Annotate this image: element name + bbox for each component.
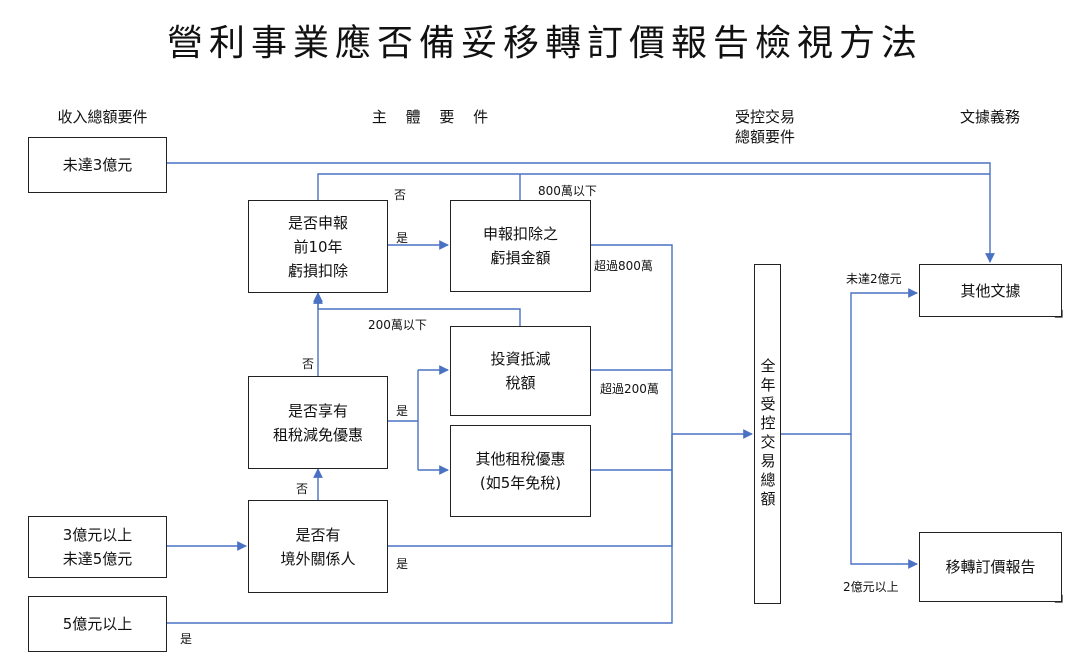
revenue-box-under-3e-label: 未達3億元: [62, 156, 133, 174]
loss-deduction-question-line3: 虧損扣除: [287, 261, 348, 280]
loss-amount-line1: 申報扣除之: [482, 225, 558, 243]
revenue-box-3e-to-5e: 3億元以上 未達5億元: [28, 516, 167, 578]
other-incentive-line2: (如5年免稅): [479, 474, 562, 492]
transfer-pricing-report-label: 移轉訂價報告: [945, 558, 1036, 576]
column-header-documentation: 文據義務: [959, 108, 1020, 126]
label-below-800: 800萬以下: [538, 184, 597, 198]
investment-credit-box: 投資抵減 稅額: [450, 326, 591, 416]
label-under-2e: 未達2億元: [846, 272, 902, 286]
page-title: 營利事業應否備妥移轉訂價報告檢視方法: [166, 23, 923, 64]
related-party-question-line1: 是否有: [295, 525, 341, 544]
total-controlled-transactions-box: 全年受控交易總額: [754, 264, 781, 604]
connector-over-5e: [167, 434, 673, 624]
connector-under-2e: [781, 288, 918, 435]
other-incentive-box: 其他租稅優惠 (如5年免稅): [450, 425, 591, 517]
other-documents-label: 其他文據: [960, 281, 1021, 300]
label-yes-5e: 是: [180, 632, 193, 646]
tax-incentive-question-line2: 租稅減免優惠: [272, 425, 363, 444]
label-no-mid: 否: [302, 357, 315, 371]
total-controlled-transactions-label: 全年受控交易總額: [758, 358, 777, 510]
connector-under-3e: [167, 162, 995, 263]
loss-deduction-question-box: 是否申報 前10年 虧損扣除: [248, 200, 388, 293]
label-over-800: 超過800萬: [594, 259, 653, 273]
label-below-200: 200萬以下: [368, 318, 427, 332]
column-header-controlled-line2: 總額要件: [734, 128, 795, 146]
investment-credit-line1: 投資抵減: [490, 350, 551, 368]
related-party-question-box: 是否有 境外關係人: [248, 500, 388, 593]
revenue-box-3e-to-5e-line2: 未達5億元: [62, 550, 133, 568]
other-documents-box: 其他文據: [919, 264, 1062, 317]
column-header-controlled: 受控交易 總額要件: [715, 107, 815, 147]
label-yes-related: 是: [396, 557, 409, 571]
label-yes-loss: 是: [396, 231, 409, 245]
label-no-low: 否: [296, 482, 309, 496]
related-party-question-line2: 境外關係人: [280, 549, 356, 568]
revenue-box-under-3e: 未達3億元: [28, 137, 167, 193]
tax-incentive-question-line1: 是否享有: [287, 401, 348, 420]
tax-incentive-question-box: 是否享有 租稅減免優惠: [248, 376, 388, 469]
transfer-pricing-report-box: 移轉訂價報告: [919, 532, 1062, 602]
revenue-box-over-5e: 5億元以上: [28, 596, 167, 652]
label-over-200: 超過200萬: [600, 382, 659, 396]
label-no-top: 否: [394, 188, 407, 202]
column-header-subject: 主 體 要 件: [371, 108, 489, 126]
revenue-box-over-5e-label: 5億元以上: [62, 615, 133, 633]
connector-over-800: [591, 244, 673, 434]
connector-loss-no: [317, 173, 990, 200]
loss-amount-line2: 虧損金額: [490, 249, 551, 267]
column-header-revenue: 收入總額要件: [57, 108, 148, 126]
loss-amount-box: 申報扣除之 虧損金額: [450, 200, 591, 292]
label-over-2e: 2億元以上: [843, 580, 899, 594]
column-header-controlled-line1: 受控交易: [734, 108, 795, 126]
connector-over-2e: [850, 434, 918, 569]
label-yes-incentive: 是: [396, 404, 409, 418]
loss-deduction-question-line1: 是否申報: [287, 213, 348, 232]
revenue-box-3e-to-5e-line1: 3億元以上: [62, 526, 133, 544]
other-incentive-line1: 其他租稅優惠: [475, 450, 566, 468]
investment-credit-line2: 稅額: [505, 374, 536, 392]
loss-deduction-question-line2: 前10年: [293, 237, 343, 256]
